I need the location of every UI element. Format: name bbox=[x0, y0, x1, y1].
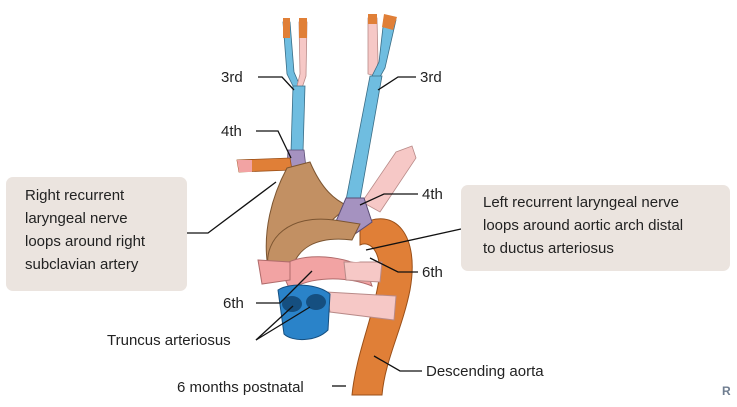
callout-right-line: Right recurrent bbox=[25, 184, 177, 207]
label-fourth-left: 4th bbox=[422, 186, 443, 203]
leader-fourth-right bbox=[256, 131, 291, 158]
right-pulmonary-artery bbox=[258, 260, 290, 284]
callout-right-line: subclavian artery bbox=[25, 253, 177, 276]
recurrent-nerve-loop bbox=[345, 249, 367, 261]
label-sixth-left: 6th bbox=[422, 264, 443, 281]
right-carotid-vessels bbox=[237, 18, 307, 172]
left-branch-cap-a bbox=[368, 14, 377, 24]
left-subclavian bbox=[362, 146, 416, 212]
left-branch-cap-b bbox=[382, 14, 397, 30]
callout-right-recurrent-nerve: Right recurrent laryngeal nerve loops ar… bbox=[6, 177, 187, 291]
leader-third-left bbox=[378, 77, 416, 90]
callout-left-line: loops around aortic arch distal bbox=[483, 214, 722, 237]
label-third-left: 3rd bbox=[420, 69, 442, 86]
label-third-right: 3rd bbox=[221, 69, 243, 86]
label-fourth-right: 4th bbox=[221, 123, 242, 140]
callout-left-recurrent-nerve: Left recurrent laryngeal nerve loops aro… bbox=[461, 185, 730, 271]
left-pulmonary-artery bbox=[326, 292, 396, 320]
right-third-arch bbox=[291, 86, 305, 152]
right-subclavian-tip bbox=[237, 160, 252, 172]
ductus-arteriosus bbox=[344, 262, 382, 282]
label-truncus: Truncus arteriosus bbox=[107, 332, 231, 349]
callout-left-line: Left recurrent laryngeal nerve bbox=[483, 191, 722, 214]
label-age: 6 months postnatal bbox=[177, 379, 304, 396]
leader-callout-right bbox=[187, 182, 276, 233]
right-branch-cap-a bbox=[283, 18, 290, 38]
label-sixth-right: 6th bbox=[223, 295, 244, 312]
label-descending-aorta: Descending aorta bbox=[426, 363, 544, 380]
right-branch-cap-b bbox=[299, 18, 307, 38]
corner-logo-mark: R bbox=[722, 384, 731, 398]
left-carotid-vessels bbox=[346, 14, 416, 212]
callout-left-line: to ductus arteriosus bbox=[483, 237, 722, 260]
callout-right-line: laryngeal nerve bbox=[25, 207, 177, 230]
callout-right-line: loops around right bbox=[25, 230, 177, 253]
leader-third-right bbox=[258, 77, 294, 90]
